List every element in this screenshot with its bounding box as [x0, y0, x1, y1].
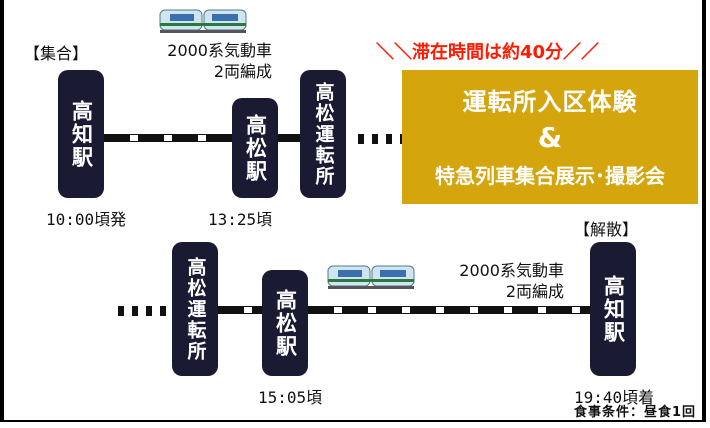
time-arrive: 19:40頃着: [574, 388, 655, 407]
stay-time-label: ＼＼滞在時間は約40分／／: [376, 42, 600, 63]
station-kochi-end: 高知駅: [590, 242, 636, 376]
time-takamatsu-arrive: 13:25頃: [208, 210, 273, 229]
event-line1: 運転所入区体験: [462, 88, 638, 116]
track-top-1: [104, 134, 232, 142]
dotted-line-top: [358, 134, 404, 144]
event-amp: &: [537, 121, 563, 154]
station-kochi-start: 高知駅: [58, 70, 104, 198]
time-takamatsu-depart: 15:05頃: [258, 388, 323, 407]
time-depart: 10:00頃発: [46, 210, 127, 229]
event-line3: 特急列車集合展示･撮影会: [435, 164, 665, 188]
station-takamatsu-2: 高松駅: [262, 270, 308, 376]
train-caption-2: 2000系気動車 2両編成: [459, 261, 564, 301]
train-icon: [327, 265, 415, 289]
train-icon: [159, 9, 247, 33]
meal-note: 食事条件：昼食1回: [573, 405, 696, 420]
dismiss-label: 【解散】: [574, 220, 639, 239]
gather-label: 【集合】: [24, 44, 89, 63]
train-caption-1: 2000系気動車 2両編成: [167, 41, 272, 81]
station-depot-1: 高松運転所: [300, 70, 346, 198]
track-bottom-1: [218, 306, 262, 314]
dotted-line-bottom: [118, 306, 170, 316]
track-top-2: [278, 134, 300, 142]
station-takamatsu-1: 高松駅: [232, 98, 278, 198]
station-depot-2: 高松運転所: [172, 242, 218, 376]
track-bottom-2: [308, 306, 590, 314]
event-box: 運転所入区体験 & 特急列車集合展示･撮影会: [402, 70, 698, 204]
